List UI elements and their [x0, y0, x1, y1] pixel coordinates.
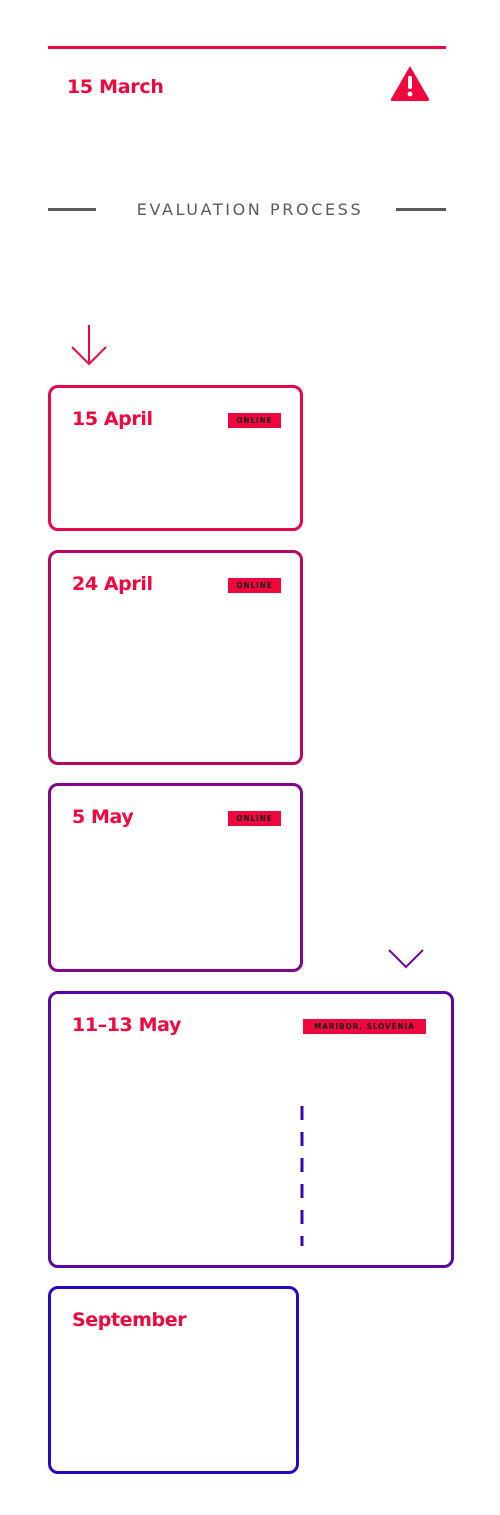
stage-location-tag: ONLINE: [228, 811, 281, 826]
stage-date: 11–13 May: [72, 1014, 181, 1036]
dashed-connector: [300, 1106, 304, 1246]
stage-card-2: 24 April ONLINE: [48, 550, 303, 765]
warning-icon: [390, 66, 430, 101]
deadline-date: 15 March: [67, 76, 164, 98]
stage-card-3: 5 May ONLINE: [48, 783, 303, 972]
stage-date: September: [72, 1309, 187, 1331]
stage-date: 24 April: [72, 573, 153, 595]
stage-date: 15 April: [72, 408, 153, 430]
section-title: EVALUATION PROCESS: [136, 200, 364, 219]
stage-location-tag: MARIBOR, SLOVENIA: [303, 1019, 426, 1034]
stage-card-4: 11–13 May MARIBOR, SLOVENIA: [48, 991, 454, 1268]
timeline-arrow-icon: [388, 325, 424, 969]
stage-location-tag: ONLINE: [228, 578, 281, 593]
stage-card-1: 15 April ONLINE: [48, 385, 303, 531]
top-divider: [48, 46, 446, 49]
stage-location-tag: ONLINE: [228, 413, 281, 428]
stage-date: 5 May: [72, 806, 134, 828]
stage-card-5: September: [48, 1286, 299, 1474]
arrow-down-icon: [71, 325, 107, 366]
section-rule-right: [396, 208, 446, 211]
section-rule-left: [48, 208, 96, 211]
